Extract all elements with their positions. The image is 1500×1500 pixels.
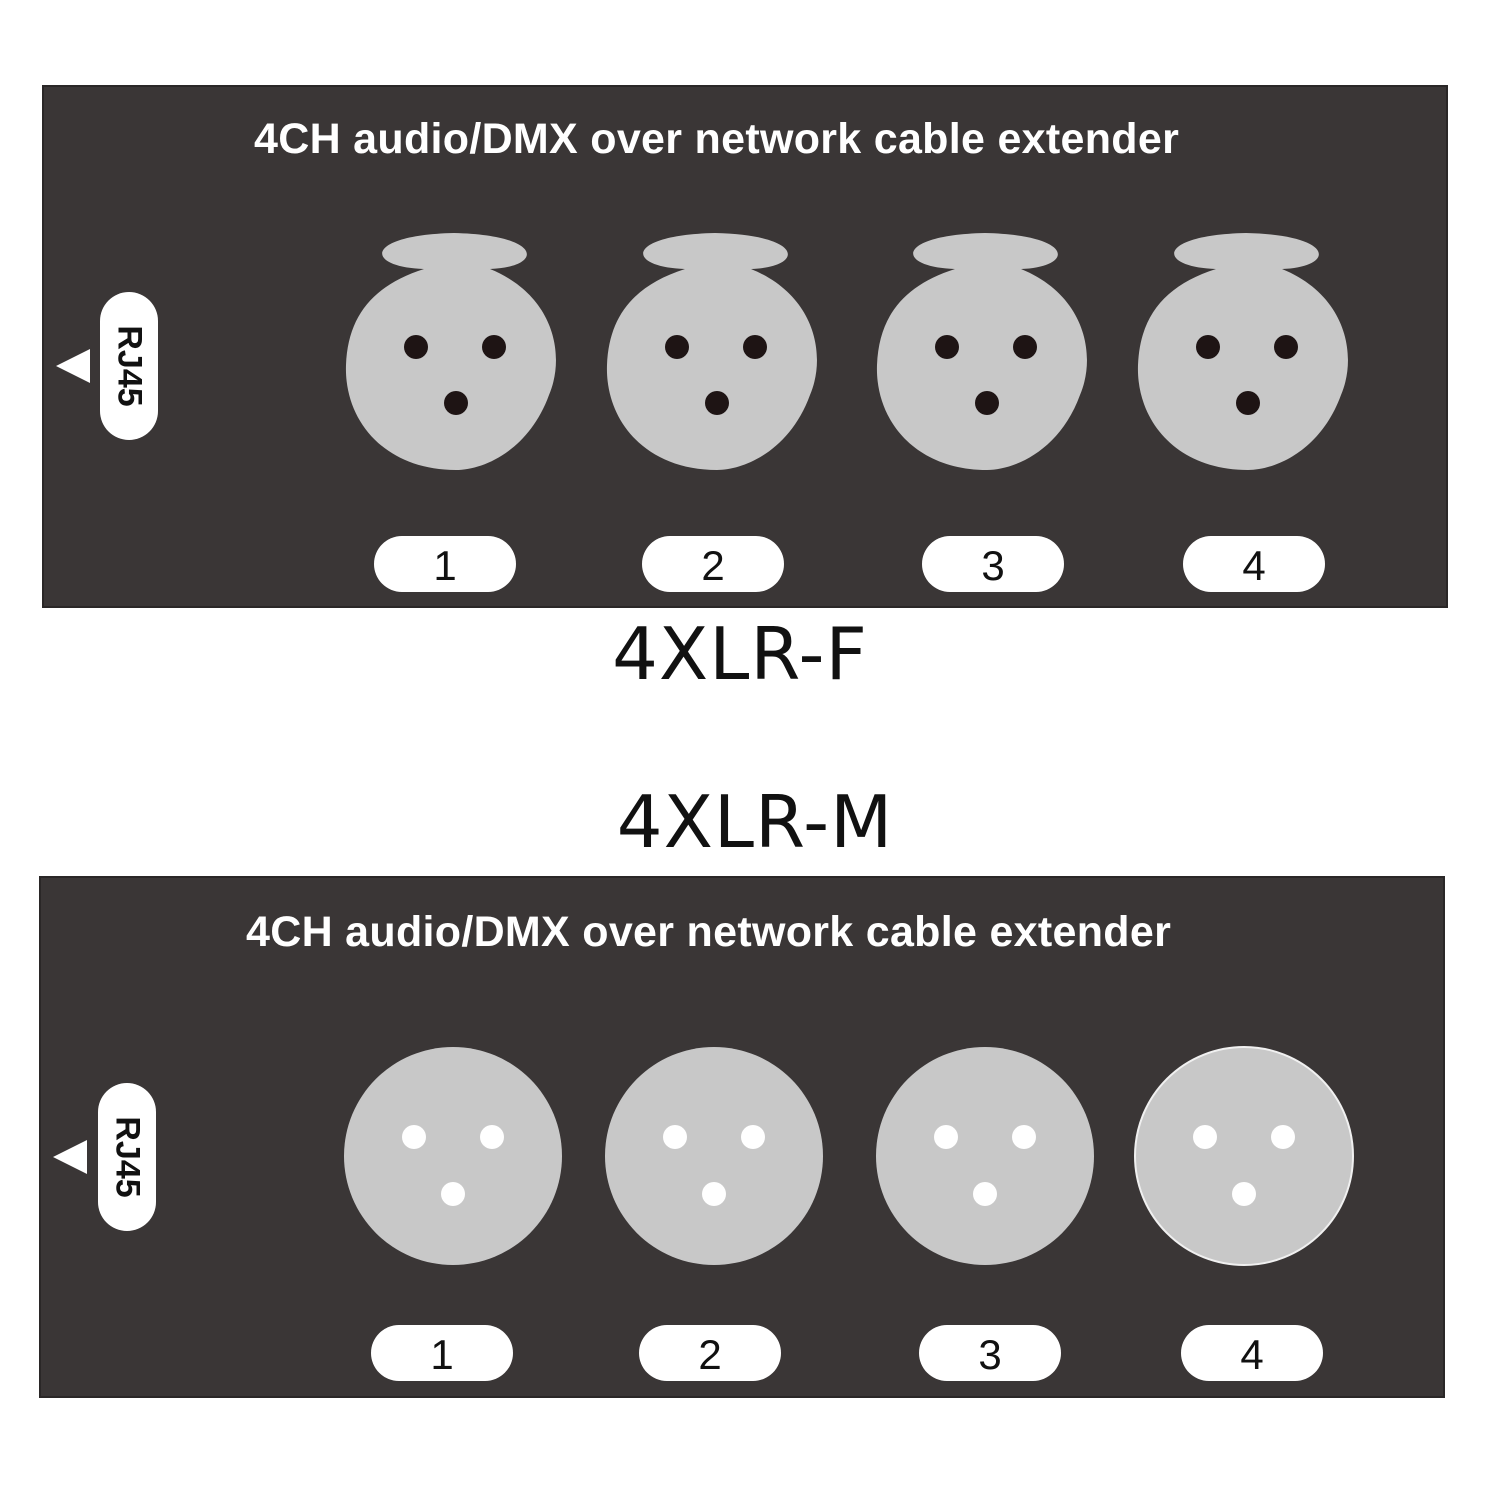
xlr-male-connector-4 bbox=[1133, 1045, 1355, 1267]
rj45-port-label: RJ45 bbox=[98, 1083, 156, 1231]
channel-label-3: 3 bbox=[922, 536, 1064, 592]
xlr-female-icon bbox=[1137, 233, 1348, 470]
channel-label-1: 1 bbox=[374, 536, 516, 592]
channel-label-4: 4 bbox=[1181, 1325, 1323, 1381]
male-panel-caption: 4XLR-M bbox=[616, 780, 894, 864]
xlr-female-icon bbox=[876, 233, 1087, 470]
xlr-female-icon bbox=[606, 233, 817, 470]
xlr-female-icon bbox=[345, 233, 556, 470]
channel-label-3: 3 bbox=[919, 1325, 1061, 1381]
female-panel-caption: 4XLR-F bbox=[612, 612, 868, 696]
xlr-female-connector-4 bbox=[1136, 225, 1360, 475]
xlr-male-icon bbox=[876, 1047, 1094, 1265]
rj45-port-label: RJ45 bbox=[100, 292, 158, 440]
xlr-male-panel: 4CH audio/DMX over network cable extende… bbox=[39, 876, 1445, 1398]
rj45-label: RJ45 bbox=[110, 325, 149, 407]
xlr-male-connector-3 bbox=[874, 1045, 1096, 1267]
panel-title: 4CH audio/DMX over network cable extende… bbox=[246, 908, 1172, 956]
xlr-male-icon bbox=[605, 1047, 823, 1265]
rj45-arrow-icon bbox=[56, 349, 90, 383]
xlr-female-connector-2 bbox=[605, 225, 829, 475]
panel-title: 4CH audio/DMX over network cable extende… bbox=[254, 115, 1180, 163]
channel-label-2: 2 bbox=[642, 536, 784, 592]
channel-label-2: 2 bbox=[639, 1325, 781, 1381]
xlr-male-icon bbox=[344, 1047, 562, 1265]
rj45-label: RJ45 bbox=[108, 1116, 147, 1198]
xlr-female-panel: 4CH audio/DMX over network cable extende… bbox=[42, 85, 1448, 608]
xlr-female-connector-1 bbox=[344, 225, 568, 475]
xlr-female-connector-3 bbox=[875, 225, 1099, 475]
xlr-male-icon bbox=[1134, 1046, 1354, 1266]
xlr-male-connector-2 bbox=[603, 1045, 825, 1267]
channel-label-4: 4 bbox=[1183, 536, 1325, 592]
xlr-male-connector-1 bbox=[342, 1045, 564, 1267]
channel-label-1: 1 bbox=[371, 1325, 513, 1381]
rj45-arrow-icon bbox=[53, 1140, 87, 1174]
